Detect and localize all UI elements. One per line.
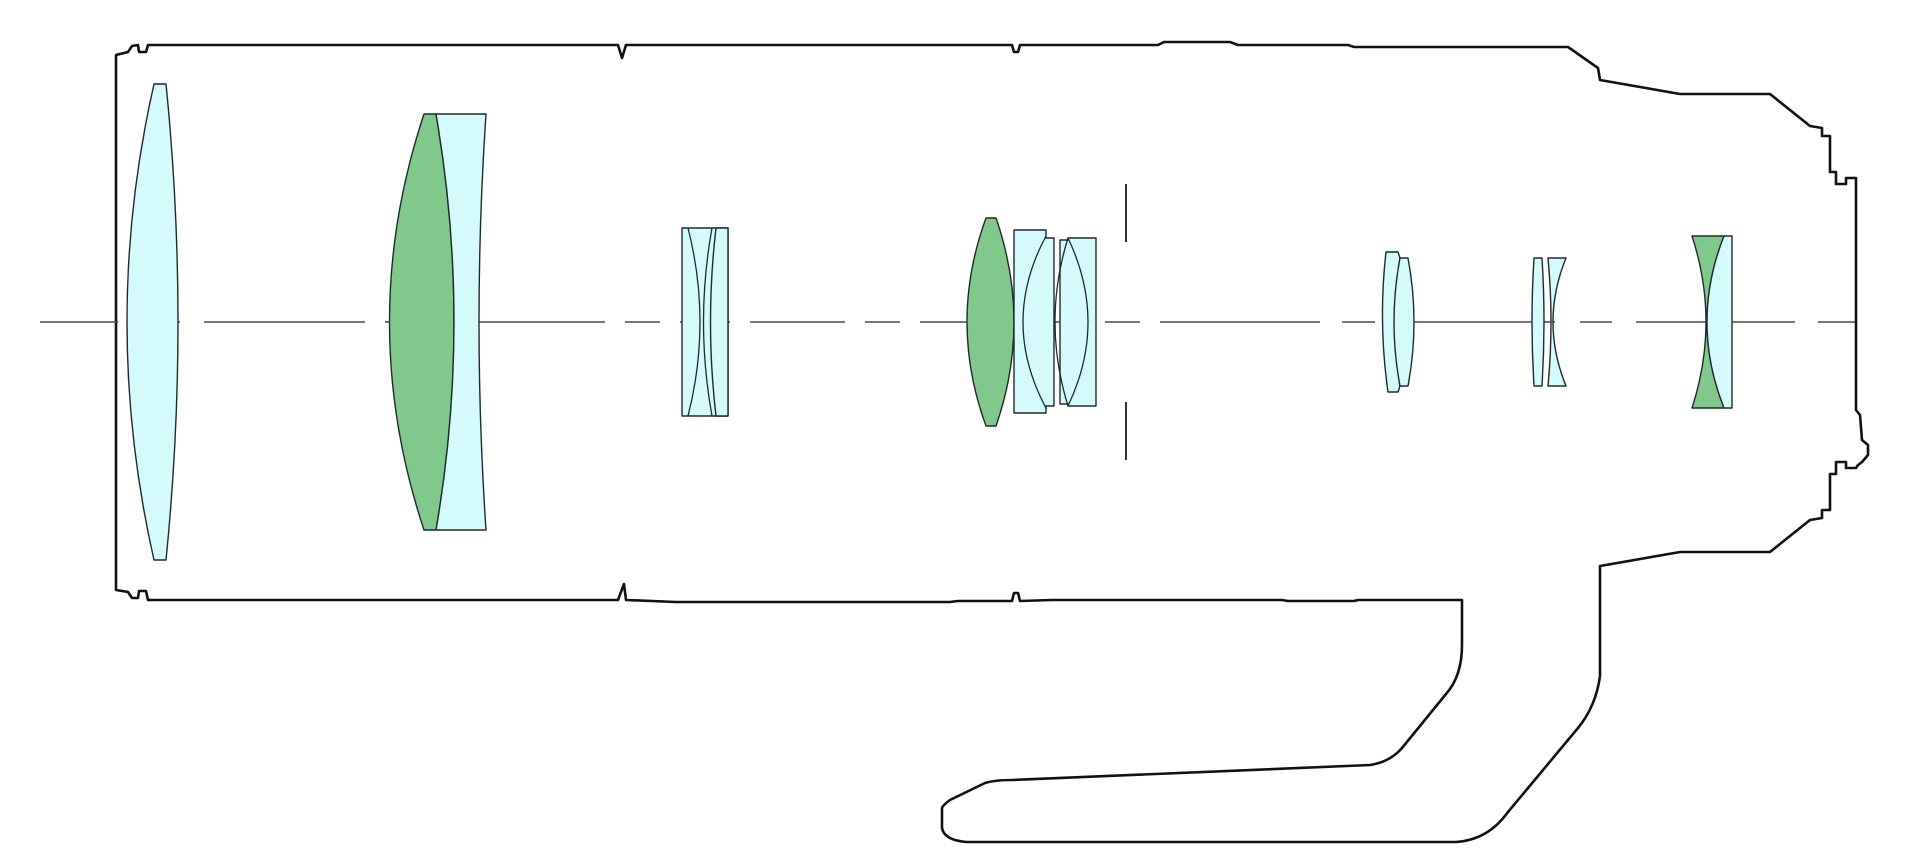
lens-group-4	[966, 217, 1097, 427]
lens-element-5	[709, 227, 729, 417]
lens-element-3	[435, 113, 487, 531]
lens-element-11	[1531, 257, 1545, 387]
lens-group-6-pair	[1531, 257, 1567, 387]
lens-element-7	[1013, 229, 1055, 414]
lens-barrel-outline	[114, 40, 1870, 844]
lens-group-rear-doublet	[1691, 235, 1733, 409]
lens-group-2-doublet	[388, 113, 487, 531]
lens-element-1	[126, 83, 179, 561]
lens-element-14	[1706, 235, 1733, 409]
lens-group-front-element	[126, 83, 179, 561]
lens-element-10	[1393, 257, 1415, 387]
lens-element-6	[966, 217, 1015, 427]
lens-group-3-triplet	[681, 227, 729, 417]
lens-element-12	[1547, 257, 1567, 387]
lens-group-5-pair	[1381, 251, 1415, 393]
